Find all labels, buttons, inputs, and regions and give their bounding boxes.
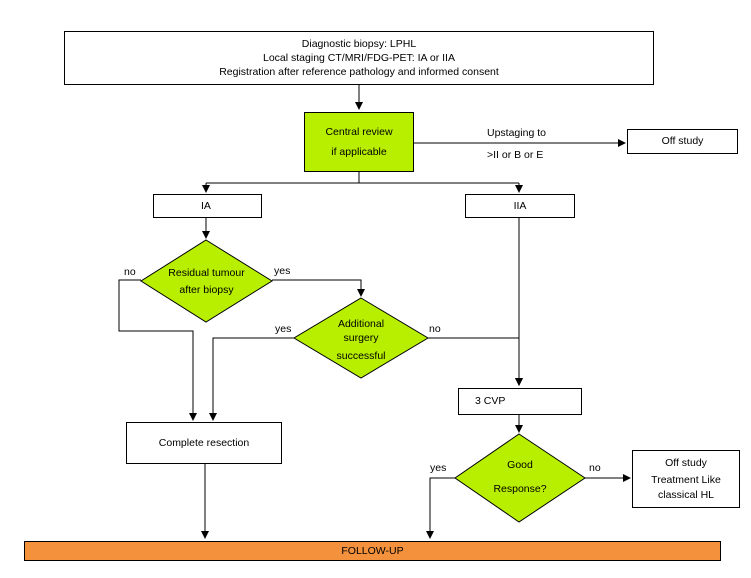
additional-surgery-text: Additional surgery successful [294, 317, 428, 364]
surgery-line1: Additional [337, 318, 385, 330]
off-study-right-line2: Treatment Like [651, 474, 721, 487]
residual-line2: after biopsy [179, 284, 234, 297]
arrow-surgery-no [428, 337, 523, 386]
residual-tumour-diamond [140, 239, 273, 323]
arrow-response-yes [426, 477, 455, 539]
central-review-line2: if applicable [331, 146, 387, 158]
arrow-residual-no [118, 279, 197, 421]
central-review-line1: Central review [325, 125, 393, 138]
follow-up-text: FOLLOW-UP [341, 544, 404, 557]
off-study-right-line3: classical HL [657, 488, 715, 501]
response-line1: Good [507, 459, 533, 471]
stage-iia-text: IIA [513, 199, 527, 212]
surgery-yes-label: yes [275, 323, 292, 335]
off-study-top-text: Off study [661, 135, 704, 148]
surgery-no-label: no [429, 323, 441, 335]
response-no-label: no [589, 462, 601, 474]
arrow-surgery-yes [209, 337, 294, 421]
off-study-right-line1: Off study [665, 457, 707, 470]
good-response-diamond [454, 433, 586, 523]
residual-yes-label: yes [274, 265, 291, 277]
diagnostic-box: Diagnostic biopsy: LPHL Local staging CT… [64, 31, 654, 85]
good-response-text: Good Response? [455, 458, 585, 496]
complete-resection-text: Complete resection [158, 436, 250, 449]
diagnostic-line2: Local staging CT/MRI/FDG-PET: IA or IIA [263, 51, 455, 64]
complete-resection-box: Complete resection [126, 422, 282, 464]
response-line2: Response? [493, 483, 547, 496]
follow-up-bar: FOLLOW-UP [24, 541, 721, 561]
stage-ia-text: IA [201, 199, 211, 212]
residual-tumour-text: Residual tumour after biopsy [141, 266, 272, 297]
residual-no-label: no [124, 266, 136, 278]
response-yes-label: yes [430, 462, 447, 474]
arrow-residual-yes [272, 279, 365, 297]
cvp-text: 3 CVP [475, 395, 506, 408]
off-study-right-box: Off study Treatment Like classical HL [632, 450, 740, 508]
cvp-box: 3 CVP [458, 388, 582, 415]
off-study-top-box: Off study [627, 129, 738, 154]
diagnostic-line3: Registration after reference pathology a… [219, 66, 499, 79]
stage-ia-box: IA [153, 194, 262, 218]
upstaging-line1: Upstaging to [487, 127, 546, 139]
surgery-line3: successful [336, 350, 386, 363]
upstaging-line2: >II or B or E [487, 149, 544, 161]
stage-iia-box: IIA [465, 194, 575, 218]
central-review-box: Central review if applicable [304, 112, 414, 172]
upstaging-label: Upstaging to >II or B or E [487, 126, 546, 162]
diagnostic-line1: Diagnostic biopsy: LPHL [301, 37, 417, 50]
additional-surgery-diamond [293, 297, 429, 379]
surgery-line2: surgery [343, 332, 379, 345]
residual-line1: Residual tumour [168, 267, 245, 279]
